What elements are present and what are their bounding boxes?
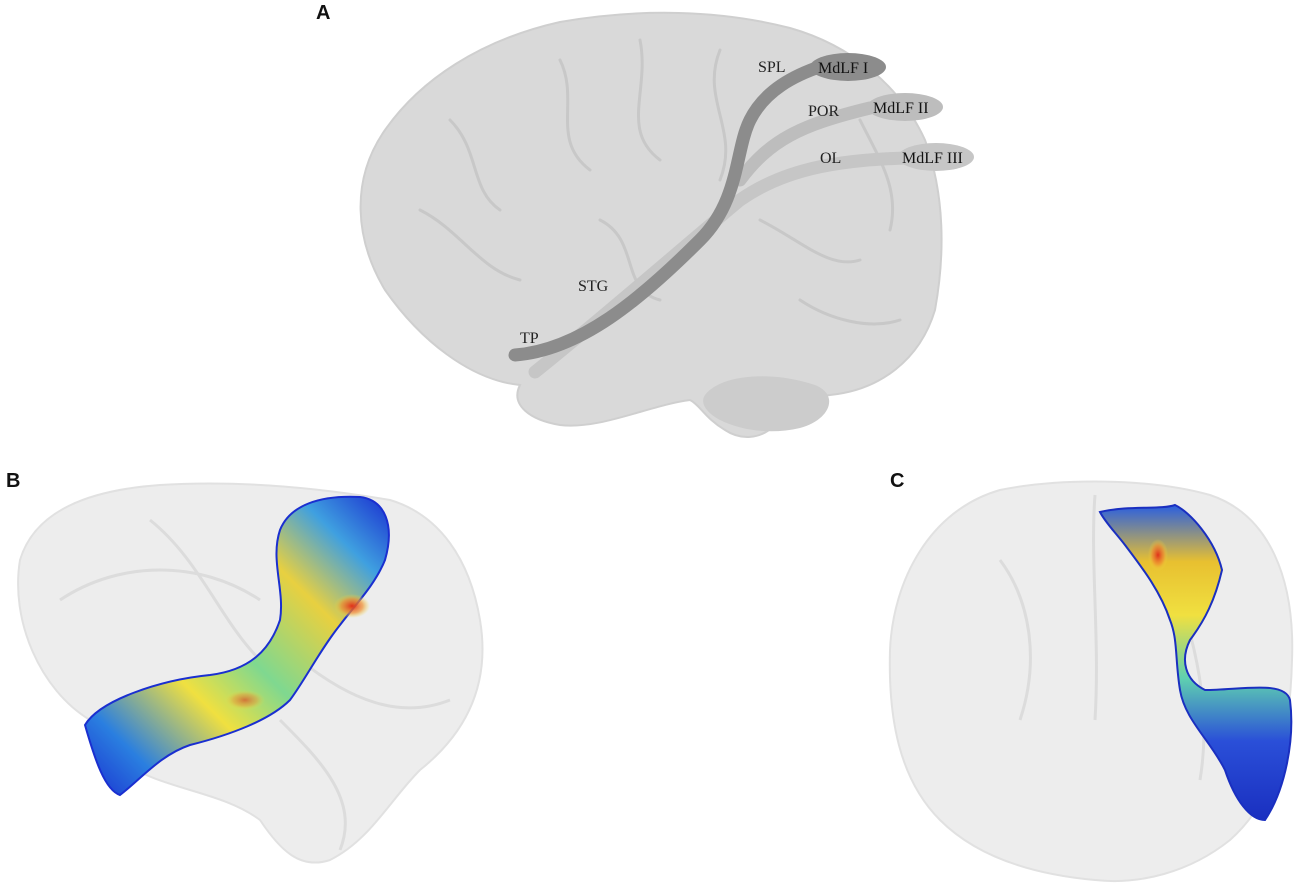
mdlf-ii-cap xyxy=(867,93,943,121)
panel-a-brain-diagram: MdLF I MdLF II MdLF III SPL POR OL STG T… xyxy=(359,11,974,438)
region-tp-label: TP xyxy=(520,330,539,347)
panel-b-tractography xyxy=(17,482,484,864)
hotspot-posterior xyxy=(1148,539,1168,571)
tract-mdlf-ii xyxy=(733,101,877,187)
glass-brain-posterior xyxy=(888,480,1294,883)
region-por-label: POR xyxy=(808,103,839,120)
mdlf-i-label: MdLF I xyxy=(818,60,868,77)
mdlf-iii-label: MdLF III xyxy=(902,150,963,167)
panel-c-label: C xyxy=(890,470,905,492)
hotspot-parietal xyxy=(334,594,370,618)
glass-brain-inner xyxy=(59,518,451,851)
region-stg-label: STG xyxy=(578,278,609,295)
region-ol-label: OL xyxy=(820,150,841,167)
brain-sulci xyxy=(418,38,902,326)
mdlf-iii-cap xyxy=(898,143,974,171)
cerebellum xyxy=(703,376,830,432)
tract-mdlf-i xyxy=(508,59,829,362)
tract-bundle-posterior xyxy=(1098,503,1293,822)
region-spl-label: SPL xyxy=(758,59,786,76)
panel-c-tractography xyxy=(888,480,1294,883)
tract-bundle-lateral xyxy=(83,495,390,797)
mdlf-ii-label: MdLF II xyxy=(873,100,929,117)
mdlf-i-cap xyxy=(810,53,886,81)
panel-a-label: A xyxy=(316,2,331,24)
panel-b-label: B xyxy=(6,470,21,492)
hotspot-temporal xyxy=(225,690,265,710)
